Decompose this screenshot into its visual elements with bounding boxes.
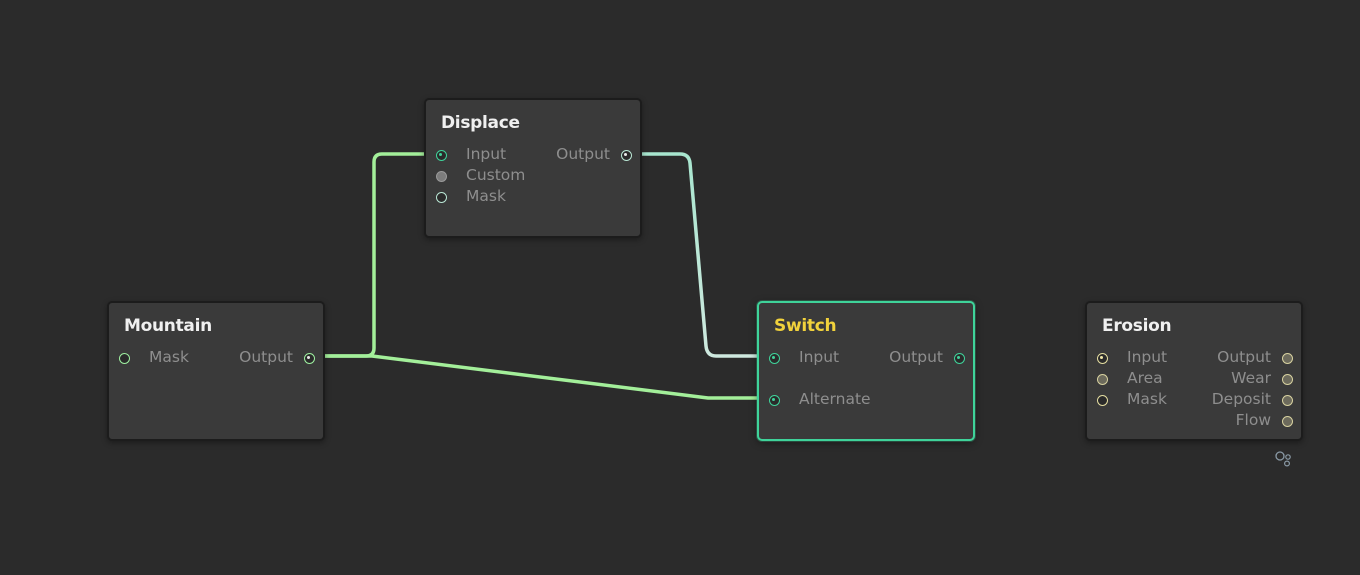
port-label: Area: [1127, 369, 1163, 387]
node-title: Displace: [441, 113, 520, 133]
port-label: Alternate: [799, 390, 871, 408]
alternate-port[interactable]: [769, 395, 780, 406]
port-label: Deposit: [1211, 390, 1271, 408]
node-title: Mountain: [124, 316, 212, 336]
node-title: Erosion: [1102, 316, 1172, 336]
output-port[interactable]: [304, 353, 315, 364]
wire-mountain-to-switch-alternate[interactable]: [306, 354, 775, 400]
displace-node[interactable]: Displace Input Custom Mask Output: [424, 98, 642, 238]
port-label: Mask: [1127, 390, 1167, 408]
output-port[interactable]: [954, 353, 965, 364]
port-label: Input: [1127, 348, 1168, 366]
flow-port[interactable]: [1282, 416, 1293, 427]
port-label: Mask: [149, 348, 189, 366]
node-title: Switch: [774, 316, 837, 336]
wire-displace-to-switch[interactable]: [623, 152, 775, 358]
mask-port[interactable]: [119, 353, 130, 364]
port-label: Output: [239, 348, 293, 366]
port-label: Output: [889, 348, 943, 366]
custom-port[interactable]: [436, 171, 447, 182]
nodes-options-icon[interactable]: [1274, 450, 1294, 468]
switch-node[interactable]: Switch Input Alternate Output: [757, 301, 975, 441]
area-port[interactable]: [1097, 374, 1108, 385]
output-port[interactable]: [621, 150, 632, 161]
port-label: Output: [1217, 348, 1271, 366]
deposit-port[interactable]: [1282, 395, 1293, 406]
mask-port[interactable]: [1097, 395, 1108, 406]
port-label: Wear: [1231, 369, 1271, 387]
wire-mountain-to-displace[interactable]: [306, 152, 442, 358]
mask-port[interactable]: [436, 192, 447, 203]
port-label: Mask: [466, 187, 506, 205]
port-label: Input: [799, 348, 840, 366]
input-port[interactable]: [1097, 353, 1108, 364]
wear-port[interactable]: [1282, 374, 1293, 385]
port-label: Input: [466, 145, 507, 163]
output-port[interactable]: [1282, 353, 1293, 364]
erosion-node[interactable]: Erosion Input Area Mask Output Wear Depo…: [1085, 301, 1303, 441]
port-label: Flow: [1235, 411, 1271, 429]
mountain-node[interactable]: Mountain Mask Output: [107, 301, 325, 441]
port-label: Custom: [466, 166, 526, 184]
port-label: Output: [556, 145, 610, 163]
input-port[interactable]: [769, 353, 780, 364]
input-port[interactable]: [436, 150, 447, 161]
